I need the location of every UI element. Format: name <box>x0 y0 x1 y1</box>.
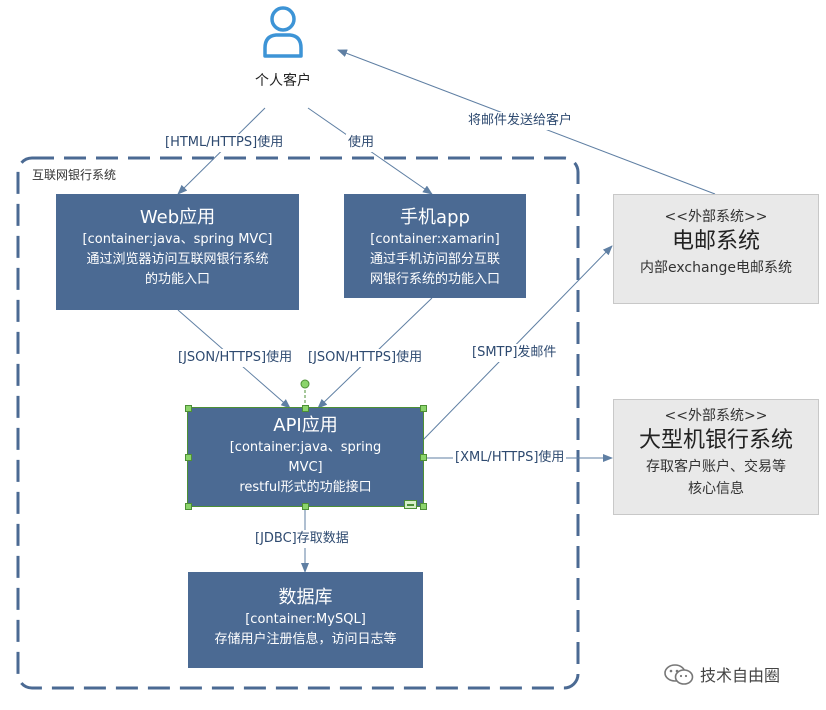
api-app-tech-line1: [container:java、spring <box>229 440 382 455</box>
mainframe-desc-line2: 核心信息 <box>688 481 744 497</box>
web-app-desc-line1: 通过浏览器访问互联网银行系统 <box>86 252 269 267</box>
mobile-app-desc-line1: 通过手机访问部分互联 <box>369 252 500 267</box>
external-mail-system[interactable]: <<外部系统>> 电邮系统 内部exchange电邮系统 <box>613 194 819 304</box>
database-tech: [container:MySQL] <box>245 612 366 627</box>
resize-handle-right[interactable] <box>420 454 427 461</box>
watermark-text: 技术自由圈 <box>700 666 781 685</box>
edge-label-web-api: [JSON/HTTPS]使用 <box>176 349 295 367</box>
edge-label-api-db: [JDBC]存取数据 <box>253 530 351 548</box>
person-node[interactable]: 个人客户 <box>250 4 316 94</box>
external-mainframe-system[interactable]: <<外部系统>> 大型机银行系统 存取客户账户、交易等 核心信息 <box>613 399 819 515</box>
boundary-label: 互联网银行系统 <box>32 168 117 182</box>
resize-handle-top-left[interactable] <box>185 405 192 412</box>
web-app-title: Web应用 <box>139 207 216 228</box>
resize-handle-bottom-right[interactable] <box>420 503 427 510</box>
resize-handle-bottom-left[interactable] <box>185 503 192 510</box>
database-desc: 存储用户注册信息，访问日志等 <box>214 632 397 647</box>
person-label: 个人客户 <box>255 73 311 89</box>
container-mobile-app[interactable]: 手机app [container:xamarin] 通过手机访问部分互联 网银行… <box>344 194 526 298</box>
person-icon <box>263 6 303 58</box>
edge-label-person-mobile: 使用 <box>346 134 377 152</box>
mail-system-desc: 内部exchange电邮系统 <box>640 260 792 276</box>
edit-style-icon[interactable] <box>404 500 417 509</box>
system-boundary <box>16 156 580 690</box>
api-app-desc: restful形式的功能接口 <box>239 480 372 495</box>
resize-handle-top-right[interactable] <box>420 405 427 412</box>
rotate-handle[interactable] <box>300 379 310 389</box>
mobile-app-tech: [container:xamarin] <box>370 232 500 247</box>
mainframe-title: 大型机银行系统 <box>638 428 793 453</box>
edge-label-mobile-api: [JSON/HTTPS]使用 <box>306 349 425 367</box>
mobile-app-title: 手机app <box>400 207 470 228</box>
mainframe-stereotype: <<外部系统>> <box>664 408 768 424</box>
wechat-icon <box>664 664 694 685</box>
edge-label-api-mainframe: [XML/HTTPS]使用 <box>453 449 567 467</box>
resize-handle-top[interactable] <box>302 405 309 412</box>
resize-handle-bottom[interactable] <box>302 503 309 510</box>
container-database[interactable]: 数据库 [container:MySQL] 存储用户注册信息，访问日志等 <box>188 572 423 668</box>
mail-system-title: 电邮系统 <box>671 229 760 254</box>
mainframe-desc-line1: 存取客户账户、交易等 <box>646 459 786 475</box>
api-app-tech-line2: MVC] <box>288 460 323 475</box>
database-title: 数据库 <box>278 587 333 608</box>
edge-api-mail <box>422 245 613 441</box>
container-api-app[interactable]: API应用 [container:java、spring MVC] restfu… <box>187 407 424 507</box>
resize-handle-left[interactable] <box>185 454 192 461</box>
edge-label-api-mail: [SMTP]发邮件 <box>470 344 559 362</box>
api-app-title: API应用 <box>273 415 338 436</box>
container-web-app[interactable]: Web应用 [container:java、spring MVC] 通过浏览器访… <box>56 194 299 310</box>
web-app-desc-line2: 的功能入口 <box>144 272 210 287</box>
mail-system-stereotype: <<外部系统>> <box>664 209 768 225</box>
edge-label-mail-person: 将邮件发送给客户 <box>466 112 575 130</box>
web-app-tech: [container:java、spring MVC] <box>82 232 273 247</box>
mobile-app-desc-line2: 网银行系统的功能入口 <box>369 272 500 287</box>
edge-label-person-web: [HTML/HTTPS]使用 <box>163 134 286 152</box>
